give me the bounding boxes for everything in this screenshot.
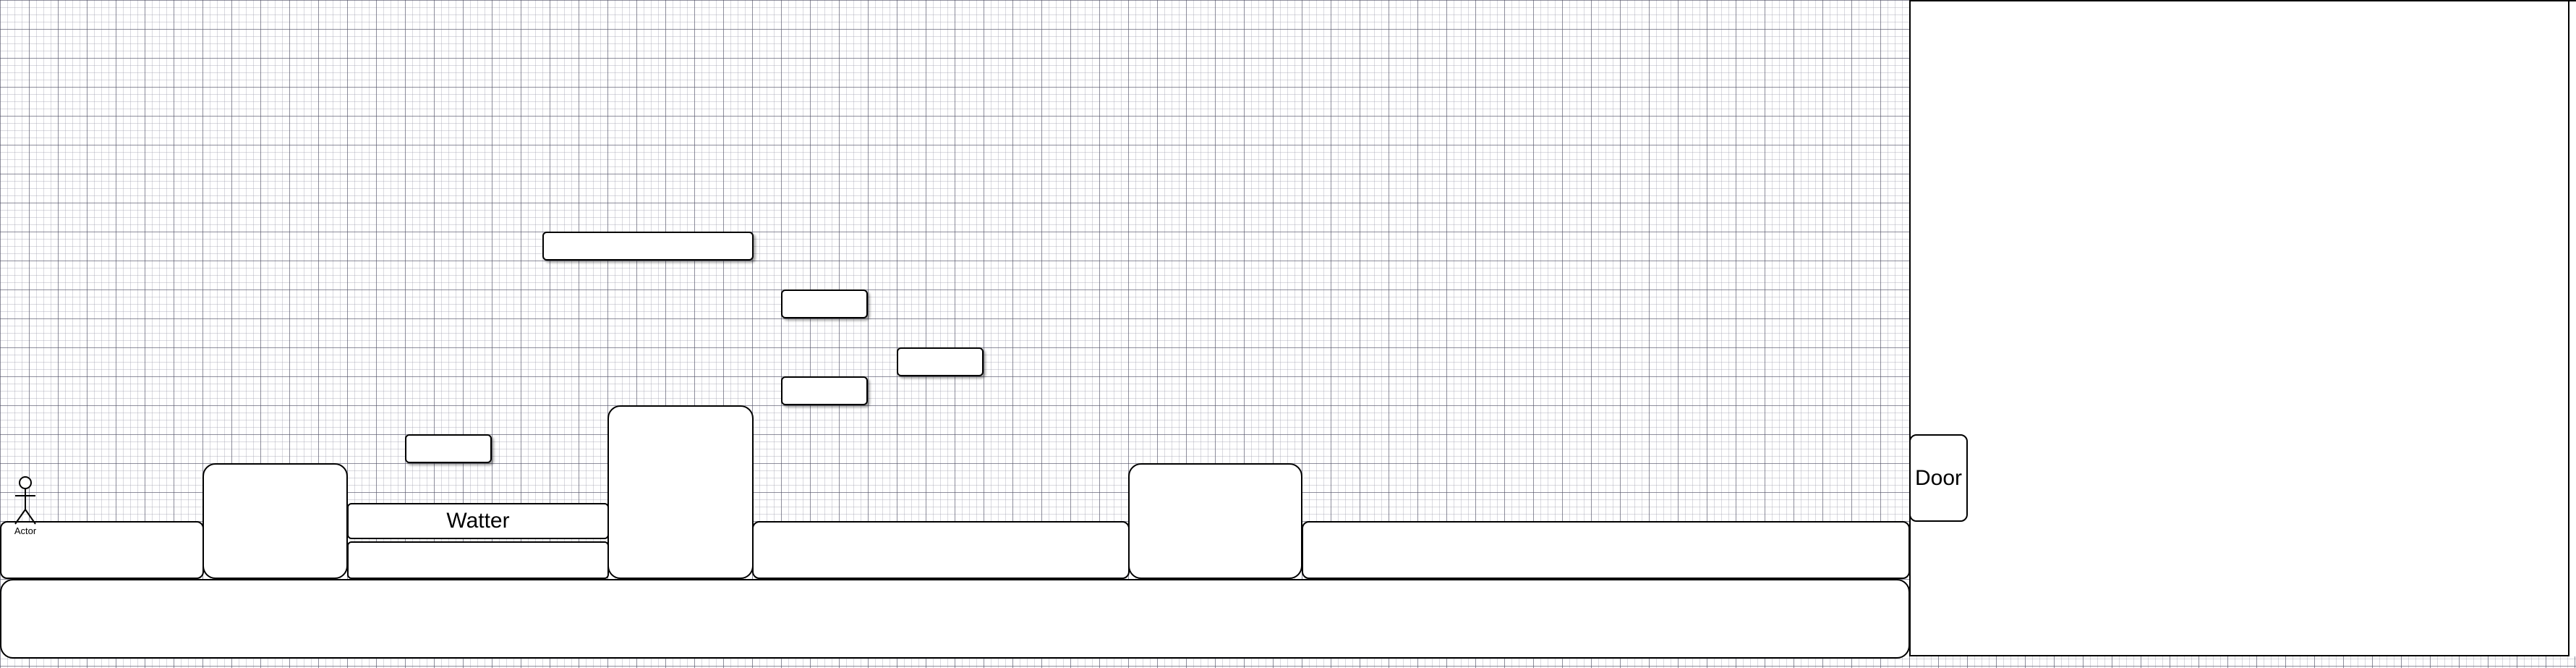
floating-platform-low[interactable] [405, 434, 492, 463]
page-panel-border [2568, 0, 2569, 656]
page-panel-border [1909, 655, 2569, 656]
water-bed[interactable] [347, 541, 609, 579]
door-block[interactable]: Door [1909, 434, 1968, 522]
raised-block-1[interactable] [202, 463, 348, 579]
floating-platform-step-2[interactable] [897, 347, 984, 376]
ground-segment-start[interactable] [0, 521, 204, 579]
raised-block-3[interactable] [1128, 463, 1302, 579]
water-label: Watter [446, 509, 510, 533]
page-panel [1909, 0, 2576, 656]
actor-label: Actor [14, 525, 37, 536]
floating-platform-long[interactable] [542, 232, 754, 261]
actor-icon[interactable] [12, 475, 39, 536]
ground-base[interactable] [0, 579, 1910, 659]
floating-platform-step-3[interactable] [781, 376, 868, 405]
ground-segment-middle[interactable] [752, 521, 1130, 579]
ground-segment-end[interactable] [1302, 521, 1910, 579]
floating-platform-step-1[interactable] [781, 289, 868, 318]
water-block[interactable]: Watter [347, 503, 609, 539]
door-label: Door [1914, 465, 1963, 490]
raised-block-2[interactable] [607, 405, 754, 579]
